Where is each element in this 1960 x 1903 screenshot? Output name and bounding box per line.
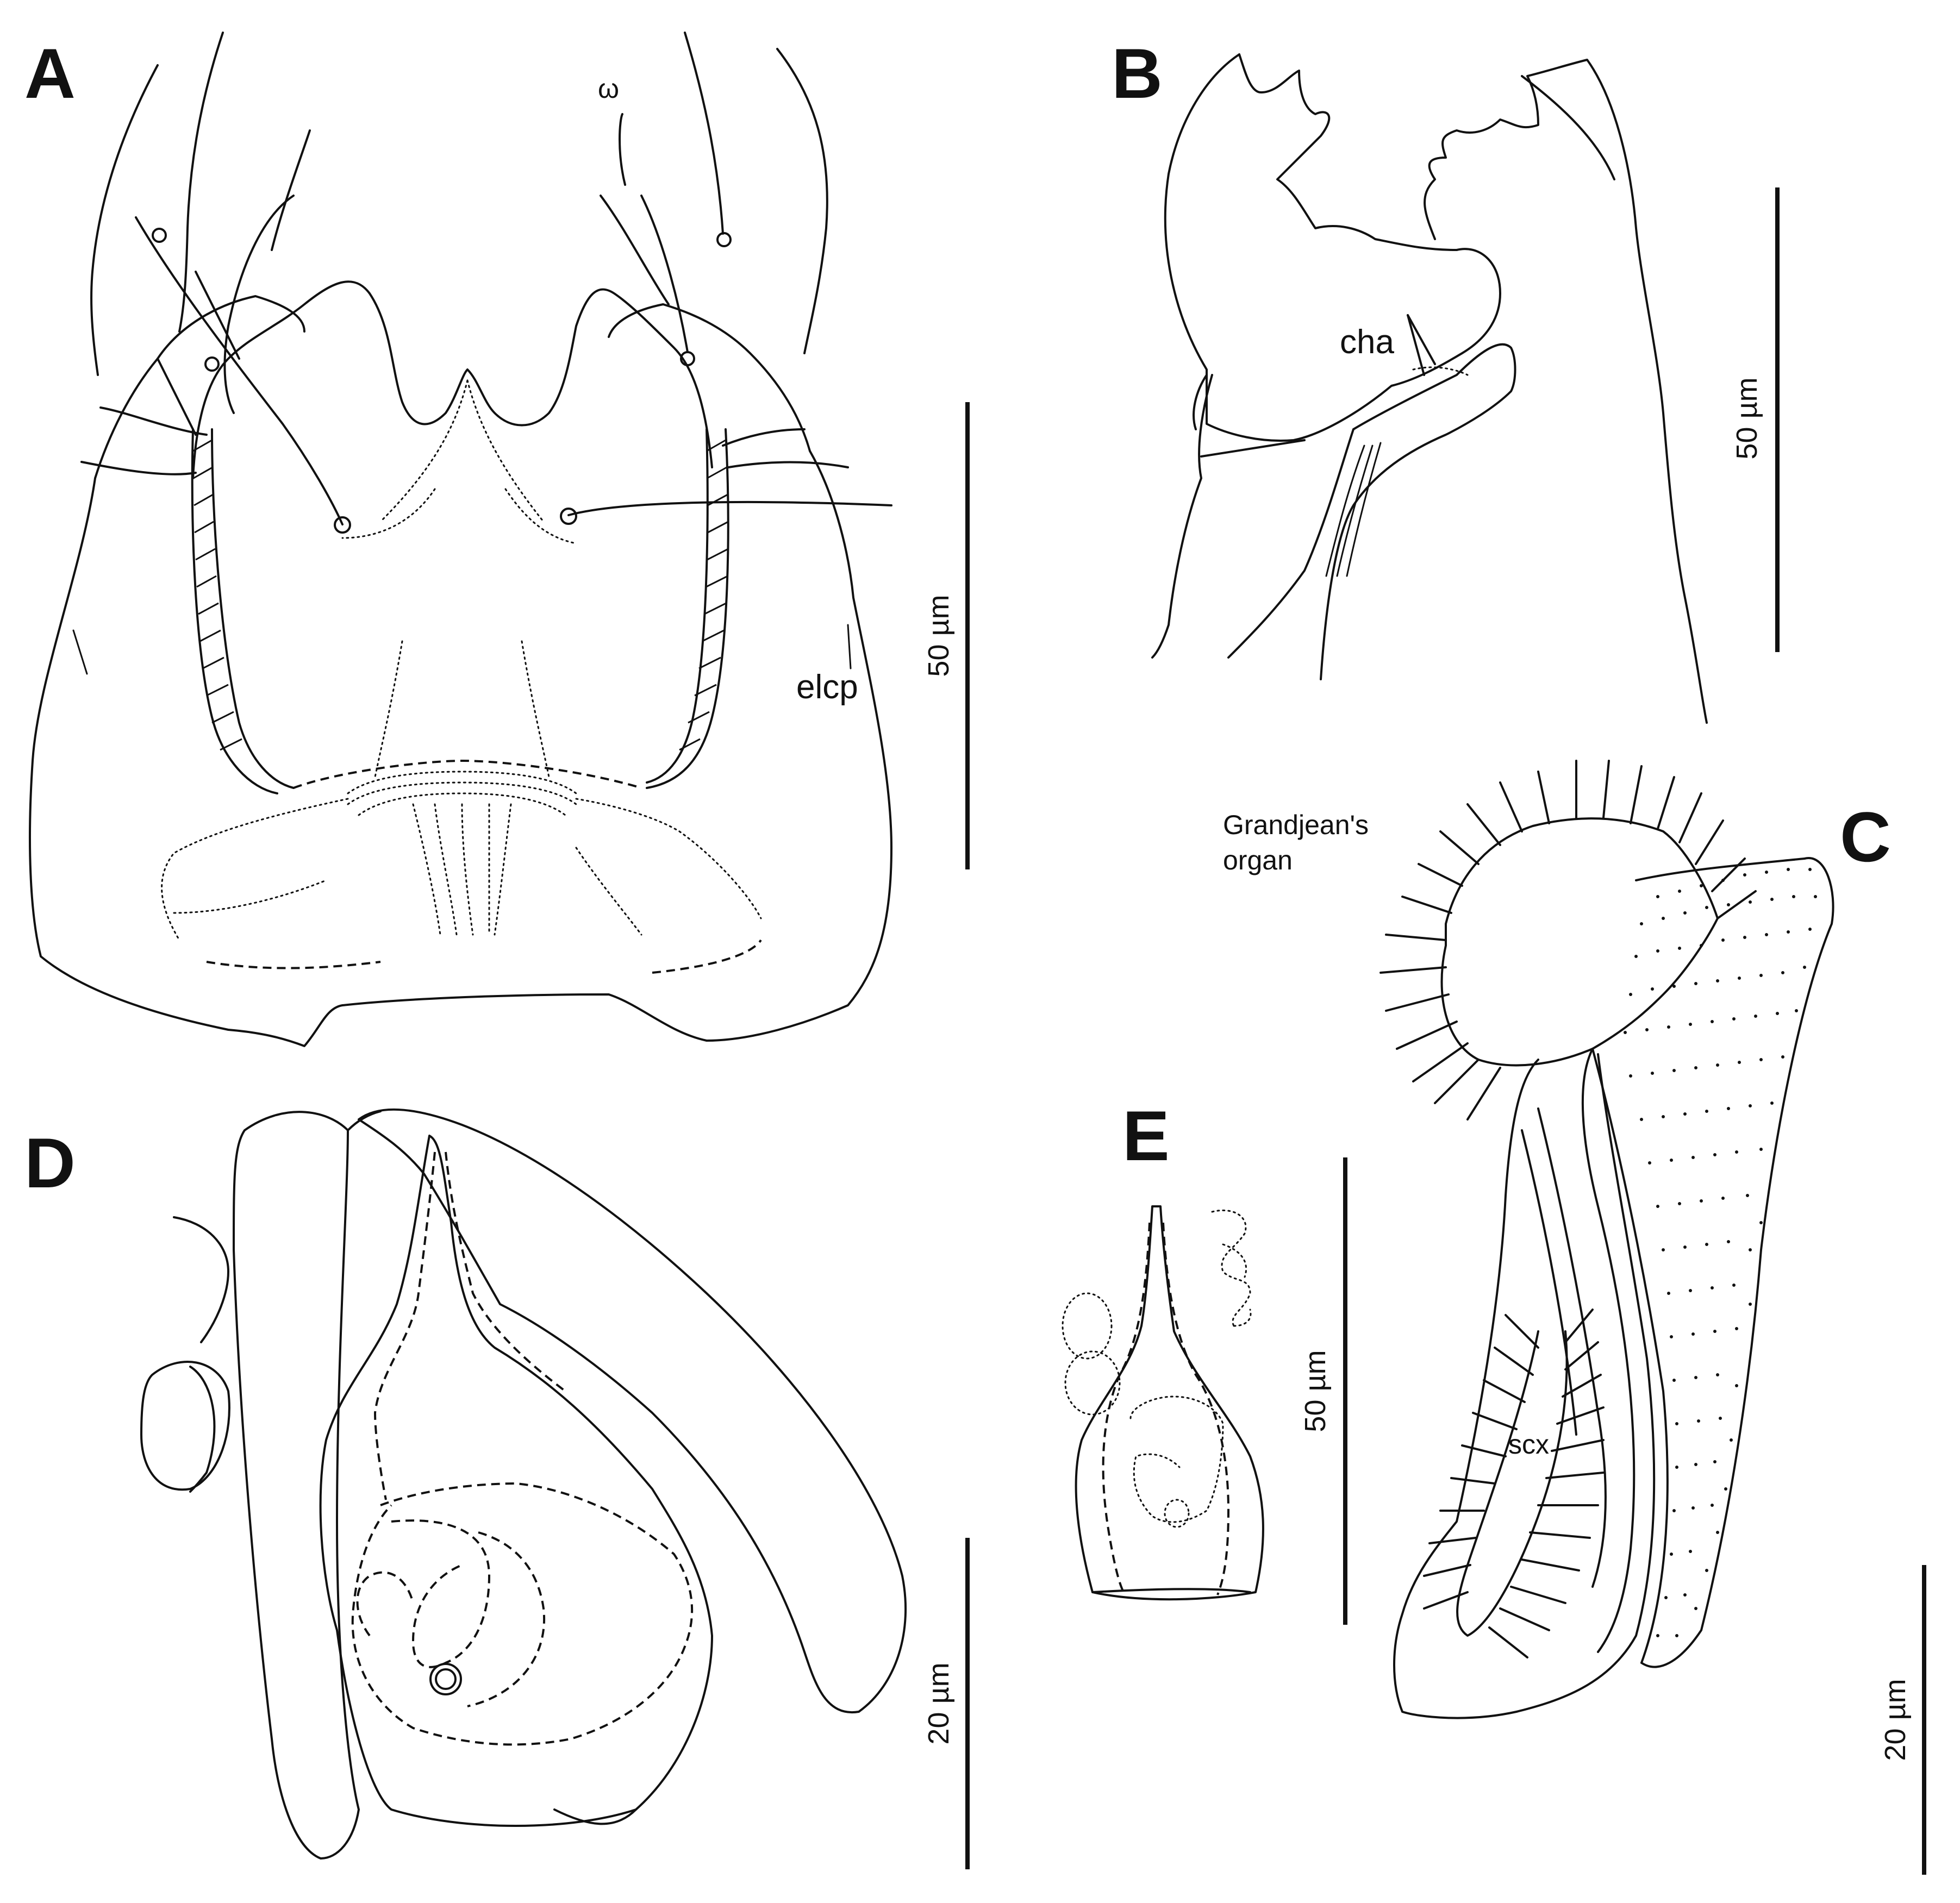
panel-a-letter: A: [24, 34, 76, 113]
panel-a-hatching: [192, 439, 729, 751]
panel-c-label-scx: scx: [1508, 1429, 1549, 1460]
panel-b-chelicera-drawing: [1151, 53, 1708, 724]
panel-a: A: [24, 32, 970, 1047]
panel-e: E 50 µm: [1062, 1096, 1347, 1625]
panel-e-letter: E: [1122, 1096, 1170, 1175]
panel-c-label-grandjean-line2: organ: [1223, 845, 1293, 875]
panel-e-scale-label: 50 µm: [1299, 1350, 1332, 1432]
panel-d-scale-label: 20 µm: [922, 1662, 955, 1744]
panel-c-letter: C: [1840, 797, 1891, 877]
panel-c-label-grandjean-line1: Grandjean's: [1223, 810, 1369, 840]
panel-b-scale-label: 50 µm: [1731, 377, 1763, 459]
panel-c-scale-label: 20 µm: [1879, 1679, 1912, 1761]
panel-b-letter: B: [1112, 34, 1163, 113]
panel-d-letter: D: [24, 1123, 76, 1203]
panel-e-spermatheca-drawing: [1062, 1205, 1264, 1601]
panel-a-scale-label: 50 µm: [922, 594, 955, 677]
panel-d-spermatheca-drawing: [140, 1108, 907, 1860]
panel-a-label-omega: ω: [598, 73, 619, 104]
panel-c: C: [1223, 760, 1926, 1875]
panel-c-rutellum-drawing: [1380, 760, 1834, 1719]
panel-a-label-elcp: elcp: [796, 668, 858, 706]
panel-c-stippling: [1624, 868, 1817, 1637]
panel-d: D 20 µm: [24, 1108, 970, 1869]
panel-a-subcapitulum-drawing: [29, 32, 892, 1047]
panel-b-label-cha: cha: [1340, 323, 1394, 361]
panel-b: B cha 50 µm: [1112, 34, 1780, 724]
